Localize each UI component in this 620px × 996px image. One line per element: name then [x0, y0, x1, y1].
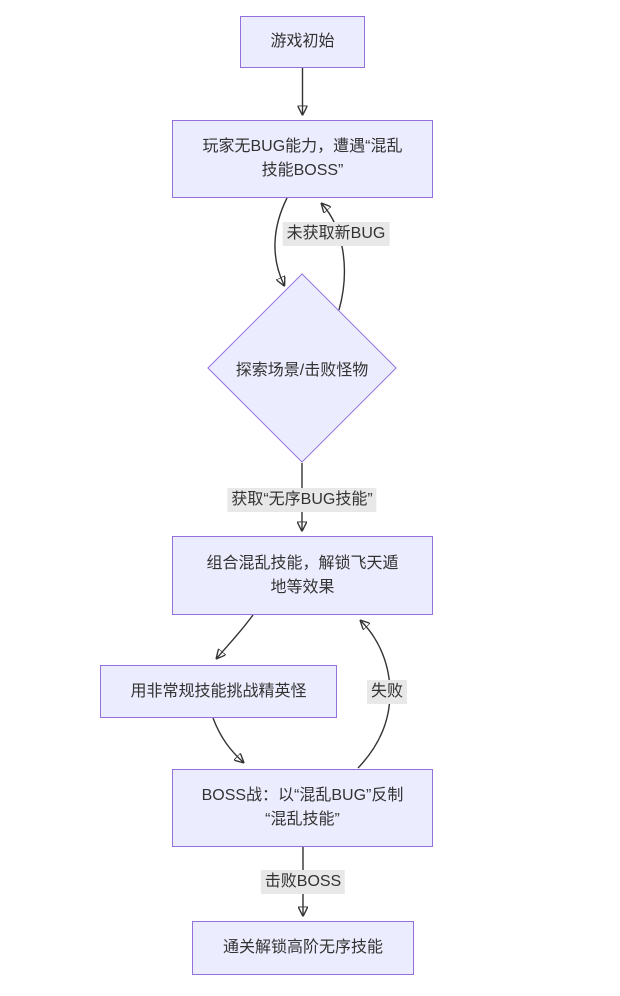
edge-label-fail: 失败 [366, 680, 408, 704]
node-combine-skills: 组合混乱技能，解锁飞天遁 地等效果 [172, 536, 433, 615]
node-challenge-elite-label: 用非常规技能挑战精英怪 [130, 682, 307, 700]
node-game-start-label: 游戏初始 [270, 33, 335, 50]
node-clear-unlock: 通关解锁高阶无序技能 [192, 921, 414, 975]
edge-label-defeat-boss: 击败BOSS [260, 870, 346, 894]
node-player-no-bug-label: 玩家无BUG能力，遭遇“混乱 技能BOSS” [202, 138, 403, 179]
edge-elite-to-boss [212, 717, 243, 762]
edge-label-gain-skill: 获取“无序BUG技能” [227, 488, 377, 512]
node-challenge-elite: 用非常规技能挑战精英怪 [100, 665, 337, 718]
edge-combine-to-elite [217, 614, 254, 658]
node-boss-battle-label: BOSS战：以“混乱BUG”反制 “混乱技能” [201, 787, 404, 828]
edge-player-to-explore [274, 197, 288, 285]
node-explore-decision-label: 探索场景/击败怪物 [235, 362, 369, 379]
node-boss-battle: BOSS战：以“混乱BUG”反制 “混乱技能” [172, 769, 433, 847]
node-clear-unlock-label: 通关解锁高阶无序技能 [222, 939, 383, 956]
node-combine-skills-label: 组合混乱技能，解锁飞天遁 地等效果 [206, 554, 399, 596]
edge-label-no-new-bug: 未获取新BUG [282, 222, 390, 246]
edge-explore-to-player [322, 204, 346, 311]
node-game-start: 游戏初始 [240, 16, 365, 68]
node-player-no-bug: 玩家无BUG能力，遭遇“混乱 技能BOSS” [172, 120, 433, 198]
